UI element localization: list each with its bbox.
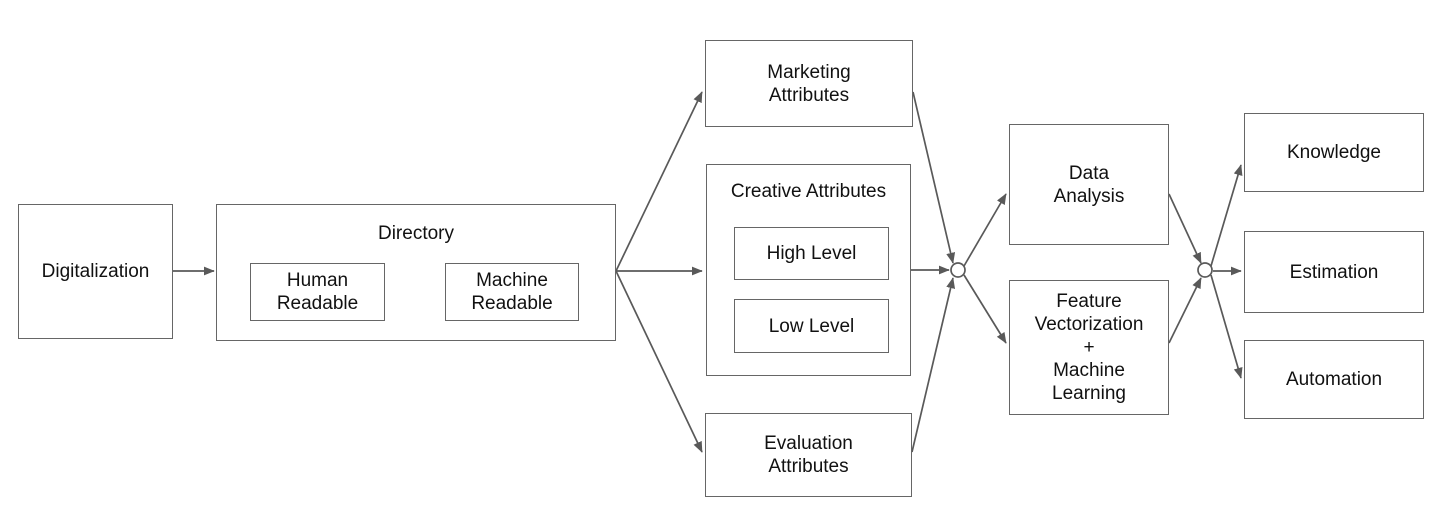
edge-data-analysis-junction (1168, 193, 1202, 264)
edge-junction-feature-ml (963, 274, 1007, 344)
node-human-readable-label: Human Readable (276, 270, 359, 314)
merge-junction-right-icon (1197, 262, 1213, 278)
node-knowledge-label: Knowledge (1286, 142, 1382, 163)
node-evaluation-attributes[interactable]: Evaluation Attributes (705, 413, 912, 497)
node-feature-vectorization-ml[interactable]: Feature Vectorization + Machine Learning (1009, 280, 1169, 415)
node-marketing-attributes-label: Marketing Attributes (767, 61, 851, 106)
node-digitalization[interactable]: Digitalization (18, 204, 173, 339)
node-feature-vectorization-ml-label: Feature Vectorization + Machine Learning (1034, 291, 1144, 404)
edge-evaluation-junction (911, 277, 956, 453)
edge-junction-data-analysis (963, 193, 1007, 267)
node-evaluation-attributes-label: Evaluation Attributes (764, 433, 853, 477)
edge-feature-ml-junction (1168, 277, 1202, 344)
node-low-level[interactable]: Low Level (734, 299, 889, 353)
edge-directory-marketing (615, 91, 703, 272)
node-machine-readable-label: Machine Readable (471, 270, 553, 314)
node-estimation[interactable]: Estimation (1244, 231, 1424, 313)
node-knowledge[interactable]: Knowledge (1244, 113, 1424, 192)
node-estimation-label: Estimation (1289, 261, 1379, 283)
node-high-level[interactable]: High Level (734, 227, 889, 280)
node-data-analysis-label: Data Analysis (1053, 162, 1125, 207)
node-directory-label: Directory (377, 223, 454, 244)
node-marketing-attributes[interactable]: Marketing Attributes (705, 40, 913, 127)
edge-marketing-junction (912, 91, 956, 264)
node-machine-readable[interactable]: Machine Readable (445, 263, 579, 321)
node-human-readable[interactable]: Human Readable (250, 263, 385, 321)
node-automation-label: Automation (1285, 369, 1383, 390)
node-low-level-label: Low Level (768, 315, 855, 337)
node-digitalization-label: Digitalization (41, 261, 150, 282)
edge-junction-knowledge (1210, 164, 1243, 267)
edge-junction-automation (1210, 274, 1243, 379)
node-data-analysis[interactable]: Data Analysis (1009, 124, 1169, 245)
node-creative-attributes-label: Creative Attributes (730, 181, 887, 202)
node-directory[interactable]: Directory Human Readable Machine Readabl… (216, 204, 616, 341)
merge-junction-left-icon (950, 262, 966, 278)
node-creative-attributes[interactable]: Creative Attributes High Level Low Level (706, 164, 911, 376)
node-high-level-label: High Level (766, 243, 857, 264)
edge-directory-evaluation (615, 270, 703, 453)
node-automation[interactable]: Automation (1244, 340, 1424, 419)
